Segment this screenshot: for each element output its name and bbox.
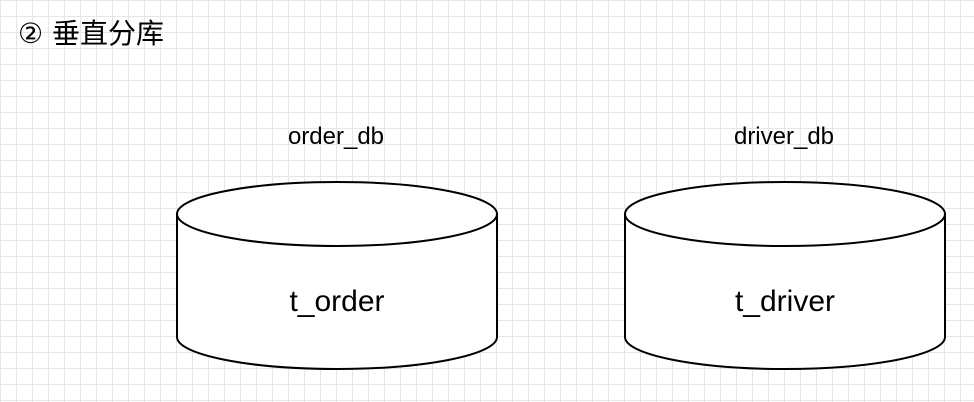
order-db-label: order_db xyxy=(287,123,385,150)
t-driver-table-label: t_driver xyxy=(734,285,836,318)
order-db-cylinder[interactable] xyxy=(176,181,498,371)
t-order-table-label: t_order xyxy=(289,285,385,318)
driver-db-cylinder[interactable] xyxy=(624,181,946,371)
diagram-title: ② 垂直分库 xyxy=(18,17,165,50)
driver-db-label: driver_db xyxy=(733,123,835,150)
